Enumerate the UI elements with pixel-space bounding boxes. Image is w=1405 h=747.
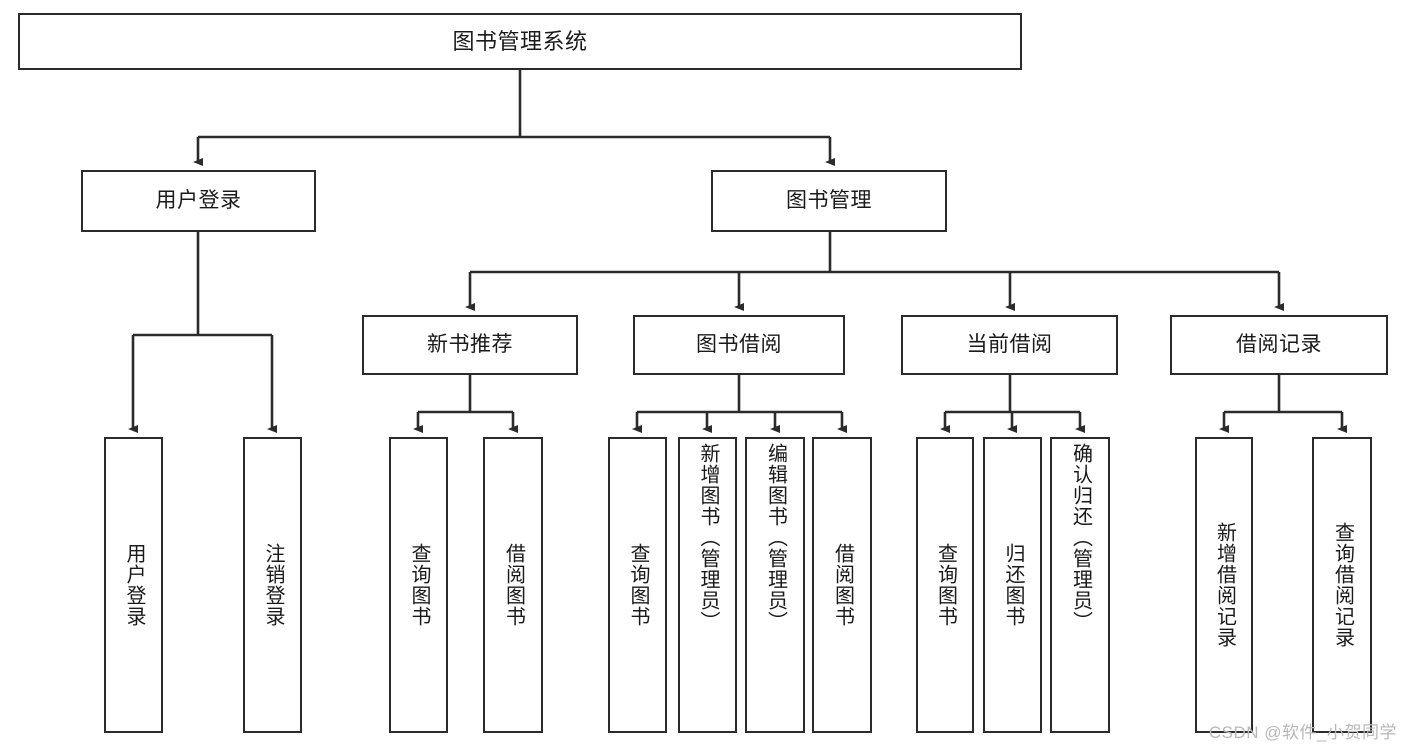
node-label: 编辑图书（管理员） bbox=[764, 443, 787, 632]
node-label: 借阅记录 bbox=[1236, 332, 1322, 356]
node-label: 图书借阅 bbox=[696, 332, 782, 356]
node-user-login[interactable]: 用户登录 bbox=[81, 170, 316, 232]
node-label: 用户登录 bbox=[123, 543, 145, 627]
node-label: 查询借阅记录 bbox=[1331, 522, 1354, 648]
leaf-add-borrow-record[interactable]: 新增借阅记录 bbox=[1195, 437, 1253, 733]
leaf-borrow-book-recommend[interactable]: 借阅图书 bbox=[483, 437, 543, 733]
node-label: 归还图书 bbox=[1002, 543, 1024, 627]
node-label: 当前借阅 bbox=[966, 332, 1053, 356]
node-label: 新书推荐 bbox=[427, 332, 513, 356]
leaf-add-book-admin[interactable]: 新增图书（管理员） bbox=[678, 437, 737, 733]
leaf-borrow-book[interactable]: 借阅图书 bbox=[812, 437, 872, 733]
leaf-return-book[interactable]: 归还图书 bbox=[983, 437, 1042, 733]
leaf-query-book-current[interactable]: 查询图书 bbox=[916, 437, 974, 733]
node-label: 查询图书 bbox=[627, 543, 649, 627]
node-current-borrow[interactable]: 当前借阅 bbox=[901, 315, 1118, 375]
node-label: 查询图书 bbox=[408, 543, 430, 627]
node-label: 用户登录 bbox=[155, 188, 242, 212]
leaf-confirm-return-admin[interactable]: 确认归还（管理员） bbox=[1050, 437, 1110, 733]
node-book-borrow[interactable]: 图书借阅 bbox=[633, 315, 845, 375]
csdn-watermark: CSDN @软件_小贺同学 bbox=[1208, 723, 1397, 742]
node-borrow-record[interactable]: 借阅记录 bbox=[1170, 315, 1388, 375]
node-label: 借阅图书 bbox=[502, 543, 525, 627]
node-label: 图书管理系统 bbox=[452, 28, 588, 54]
node-label: 查询图书 bbox=[934, 543, 957, 627]
leaf-user-login[interactable]: 用户登录 bbox=[104, 437, 163, 733]
leaf-edit-book-admin[interactable]: 编辑图书（管理员） bbox=[745, 437, 805, 733]
node-label: 注销登录 bbox=[262, 543, 284, 627]
node-label: 借阅图书 bbox=[831, 543, 854, 627]
leaf-logout[interactable]: 注销登录 bbox=[243, 437, 302, 733]
node-label: 确认归还（管理员） bbox=[1069, 443, 1092, 632]
leaf-query-book-borrow[interactable]: 查询图书 bbox=[608, 437, 667, 733]
node-root-system[interactable]: 图书管理系统 bbox=[18, 13, 1022, 70]
node-label: 新增图书（管理员） bbox=[697, 443, 719, 632]
leaf-query-book-recommend[interactable]: 查询图书 bbox=[389, 437, 448, 733]
node-label: 新增借阅记录 bbox=[1213, 522, 1236, 648]
node-new-book-recommend[interactable]: 新书推荐 bbox=[362, 315, 578, 375]
node-book-management[interactable]: 图书管理 bbox=[711, 170, 947, 232]
node-label: 图书管理 bbox=[786, 188, 872, 212]
leaf-query-borrow-record[interactable]: 查询借阅记录 bbox=[1312, 437, 1372, 733]
